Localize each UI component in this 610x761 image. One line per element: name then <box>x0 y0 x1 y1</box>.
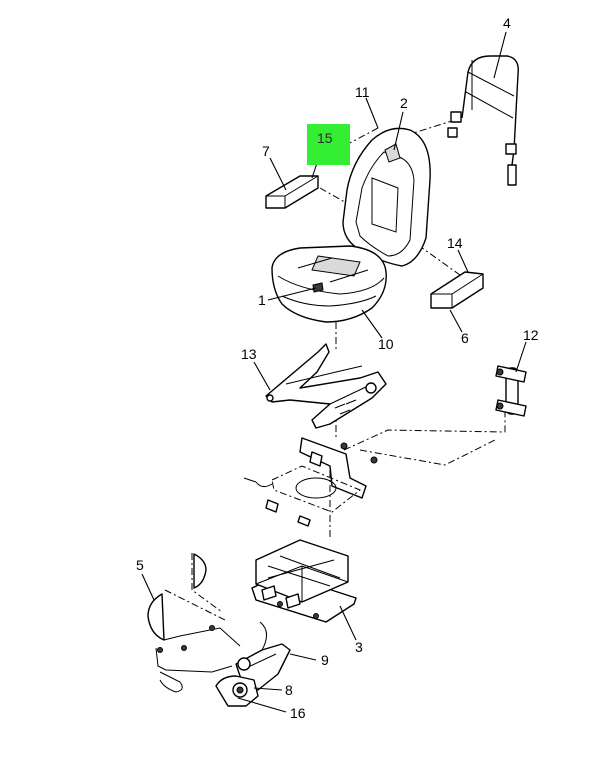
backrest-frame-part-4 <box>447 55 519 186</box>
hoses-and-cables <box>155 621 267 693</box>
callout-10: 10 <box>378 336 394 352</box>
leader-lines <box>141 31 527 713</box>
assembly-lines <box>164 119 506 621</box>
control-valve-parts-8-9-16 <box>215 643 291 707</box>
seat-back-part-11 <box>342 127 431 267</box>
callout-7: 7 <box>262 143 270 159</box>
callout-1: 1 <box>258 292 266 308</box>
cover-part-5 <box>147 553 207 641</box>
callout-14: 14 <box>447 235 463 251</box>
callout-13: 13 <box>241 346 257 362</box>
callout-labels: 4 11 2 15 7 14 1 6 10 12 13 5 3 9 8 16 <box>136 15 539 721</box>
shock-absorber-part-12 <box>495 365 527 417</box>
callout-11: 11 <box>355 84 370 100</box>
callout-12: 12 <box>523 327 539 343</box>
suspension-base-part-3 <box>251 539 357 623</box>
callout-5: 5 <box>136 557 144 573</box>
seat-frame-part-13 <box>265 343 387 429</box>
callout-4: 4 <box>503 15 511 31</box>
highlight-box-part-15 <box>307 124 350 165</box>
armrest-left-part-7 <box>265 175 319 209</box>
seat-cushion-part-10 <box>271 245 387 323</box>
callout-6: 6 <box>461 330 469 346</box>
callout-9: 9 <box>321 652 329 668</box>
callout-16: 16 <box>290 705 306 721</box>
callout-3: 3 <box>355 639 363 655</box>
mounting-plate <box>243 437 378 527</box>
callout-15: 15 <box>317 130 333 146</box>
armrest-right-part-6 <box>430 271 484 309</box>
callout-2: 2 <box>400 95 408 111</box>
callout-8: 8 <box>285 682 293 698</box>
